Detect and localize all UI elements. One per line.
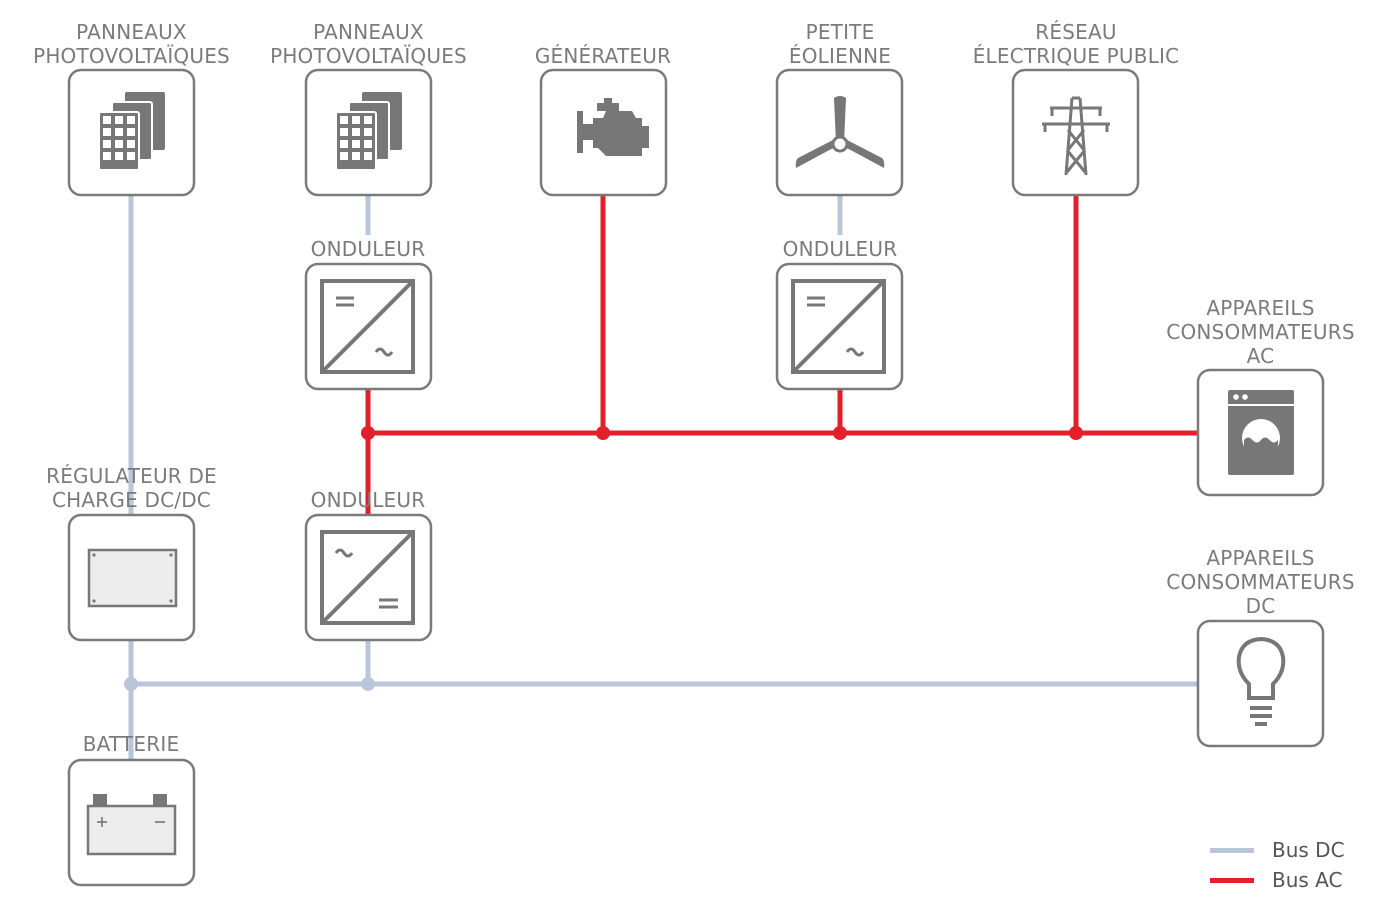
charge-controller-label: RÉGULATEUR DE CHARGE DC/DC bbox=[21, 464, 242, 512]
pv2-label-line1: PANNEAUX bbox=[313, 20, 424, 44]
dc-loads-label-line3: DC bbox=[1245, 594, 1276, 618]
legend-item-ac: Bus AC bbox=[1210, 865, 1345, 895]
dc-loads-label-line1: APPAREILS bbox=[1206, 546, 1315, 570]
dc-loads-box bbox=[1196, 619, 1325, 748]
inverter-pv-label: ONDULEUR bbox=[288, 237, 448, 261]
inverter-pv-label-line1: ONDULEUR bbox=[310, 237, 426, 261]
legend-swatch-dc bbox=[1210, 847, 1254, 853]
battery-label-line1: BATTERIE bbox=[82, 732, 180, 756]
legend-label-dc: Bus DC bbox=[1272, 838, 1345, 862]
inverter-wind-label: ONDULEUR bbox=[760, 237, 920, 261]
inverter-dc-ac-icon bbox=[791, 279, 886, 374]
pv1-label-line1: PANNEAUX bbox=[76, 20, 187, 44]
battery-label: BATTERIE bbox=[51, 732, 211, 756]
legend: Bus DC Bus AC bbox=[1210, 835, 1345, 895]
grid-label-line1: RÉSEAU bbox=[1035, 20, 1117, 44]
charge-controller-label-line1: RÉGULATEUR DE bbox=[46, 464, 217, 488]
dc-loads-label-line2: CONSOMMATEURS bbox=[1166, 570, 1355, 594]
inverter-ac-dc-icon bbox=[320, 530, 415, 625]
grid-label-line2: ÉLECTRIQUE PUBLIC bbox=[972, 44, 1180, 68]
light-bulb-icon bbox=[1236, 636, 1286, 726]
inverter-battery-label: ONDULEUR bbox=[288, 488, 448, 512]
generator-label-line1: GÉNÉRATEUR bbox=[534, 44, 672, 68]
grid-box bbox=[1011, 68, 1140, 197]
pv2-label: PANNEAUX PHOTOVOLTAÏQUES bbox=[258, 20, 479, 68]
wind-turbine-icon bbox=[795, 96, 885, 168]
charge-controller-icon bbox=[87, 548, 178, 608]
legend-item-dc: Bus DC bbox=[1210, 835, 1345, 865]
inverter-wind-label-line1: ONDULEUR bbox=[782, 237, 898, 261]
ac-loads-label-line3: AC bbox=[1246, 344, 1275, 368]
charge-controller-label-line2: CHARGE DC/DC bbox=[52, 488, 211, 512]
legend-label-ac: Bus AC bbox=[1272, 868, 1343, 892]
ac-bus-junctions bbox=[361, 426, 1083, 440]
wind-label-line1: PETITE bbox=[805, 20, 875, 44]
wind-label: PETITE ÉOLIENNE bbox=[740, 20, 940, 68]
ac-junction bbox=[833, 426, 847, 440]
dc-loads-label: APPAREILS CONSOMMATEURS DC bbox=[1150, 546, 1371, 618]
wind-label-line2: ÉOLIENNE bbox=[788, 44, 892, 68]
inverter-battery-label-line1: ONDULEUR bbox=[310, 488, 426, 512]
washing-machine-icon bbox=[1228, 390, 1294, 475]
grid-label: RÉSEAU ÉLECTRIQUE PUBLIC bbox=[966, 20, 1186, 68]
pv2-label-line2: PHOTOVOLTAÏQUES bbox=[270, 44, 467, 68]
ac-loads-label-line2: CONSOMMATEURS bbox=[1166, 320, 1355, 344]
pv1-label-line2: PHOTOVOLTAÏQUES bbox=[33, 44, 230, 68]
pv1-label: PANNEAUX PHOTOVOLTAÏQUES bbox=[21, 20, 242, 68]
dc-bus-junctions bbox=[124, 677, 375, 691]
dc-junction bbox=[361, 677, 375, 691]
ac-junction bbox=[361, 426, 375, 440]
power-pylon-icon bbox=[1042, 96, 1110, 176]
ac-loads-label: APPAREILS CONSOMMATEURS AC bbox=[1150, 296, 1371, 368]
ac-loads-label-line1: APPAREILS bbox=[1206, 296, 1315, 320]
legend-swatch-ac bbox=[1210, 877, 1254, 883]
inverter-dc-ac-icon bbox=[320, 279, 415, 374]
solar-panel-icon bbox=[98, 92, 165, 171]
ac-bus-lines bbox=[365, 196, 1198, 515]
ac-junction bbox=[1069, 426, 1083, 440]
dc-junction bbox=[124, 677, 138, 691]
ac-junction bbox=[596, 426, 610, 440]
engine-icon bbox=[577, 98, 649, 156]
solar-panel-icon bbox=[335, 92, 402, 171]
battery-icon bbox=[86, 794, 177, 856]
dc-bus-lines bbox=[128, 196, 1198, 760]
generator-label: GÉNÉRATEUR bbox=[503, 44, 703, 68]
